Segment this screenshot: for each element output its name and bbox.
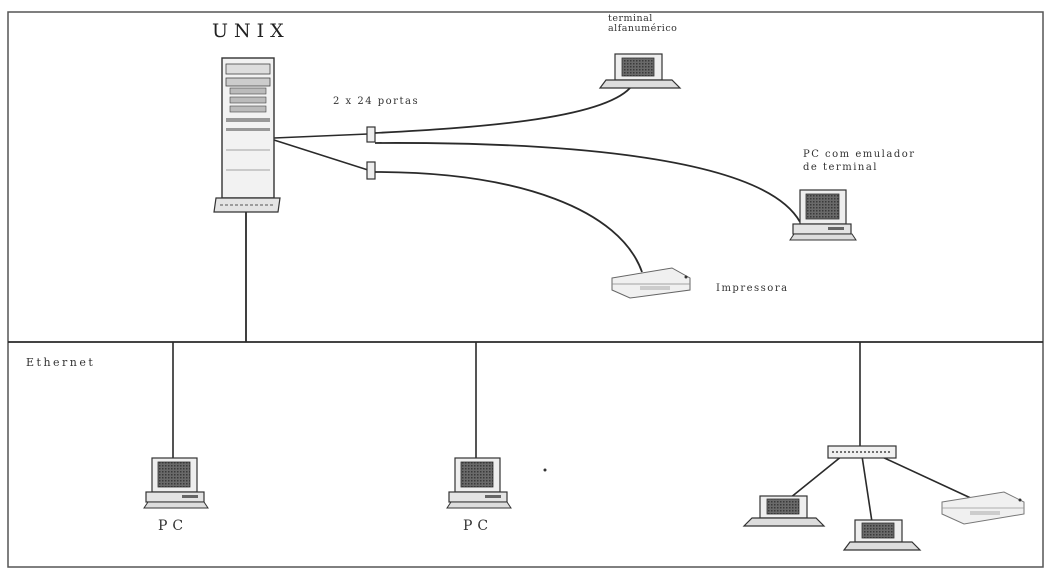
port-connector-2 — [366, 161, 376, 180]
serial-line-1 — [273, 133, 369, 139]
pc-emulator-icon — [789, 189, 857, 241]
cable-pc-emulator — [374, 142, 801, 223]
serial-line-2 — [273, 139, 369, 171]
speck — [543, 468, 547, 472]
printer-label: Impressora — [716, 283, 789, 294]
diagram-border — [7, 11, 1044, 568]
ports-label: 2 x 24 portas — [333, 96, 420, 107]
hub-terminal-b-icon — [842, 519, 922, 551]
hub-terminal-a-icon — [742, 495, 826, 527]
terminal-icon — [598, 53, 682, 89]
pc-middle-label: PC — [463, 518, 494, 534]
pc-middle-icon — [446, 457, 512, 509]
pc-emulator-label: PC com emulador de terminal — [803, 149, 916, 173]
pc-left-label: PC — [158, 518, 189, 534]
ethernet-label: Ethernet — [26, 356, 96, 369]
unix-label: UNIX — [212, 20, 290, 42]
hub-link-printer — [879, 455, 976, 501]
printer-icon — [611, 267, 691, 299]
port-connector-1 — [366, 126, 376, 143]
hub-icon — [827, 445, 897, 459]
cable-printer — [374, 171, 643, 273]
unix-server-icon — [213, 57, 281, 213]
pc-left-icon — [143, 457, 209, 509]
hub-printer-icon — [941, 491, 1025, 525]
hub-link-terminal-b — [861, 455, 873, 523]
cable-terminal — [374, 87, 631, 134]
terminal-label: terminal alfanumérico — [608, 13, 678, 34]
hub-link-terminal-a — [789, 455, 843, 499]
